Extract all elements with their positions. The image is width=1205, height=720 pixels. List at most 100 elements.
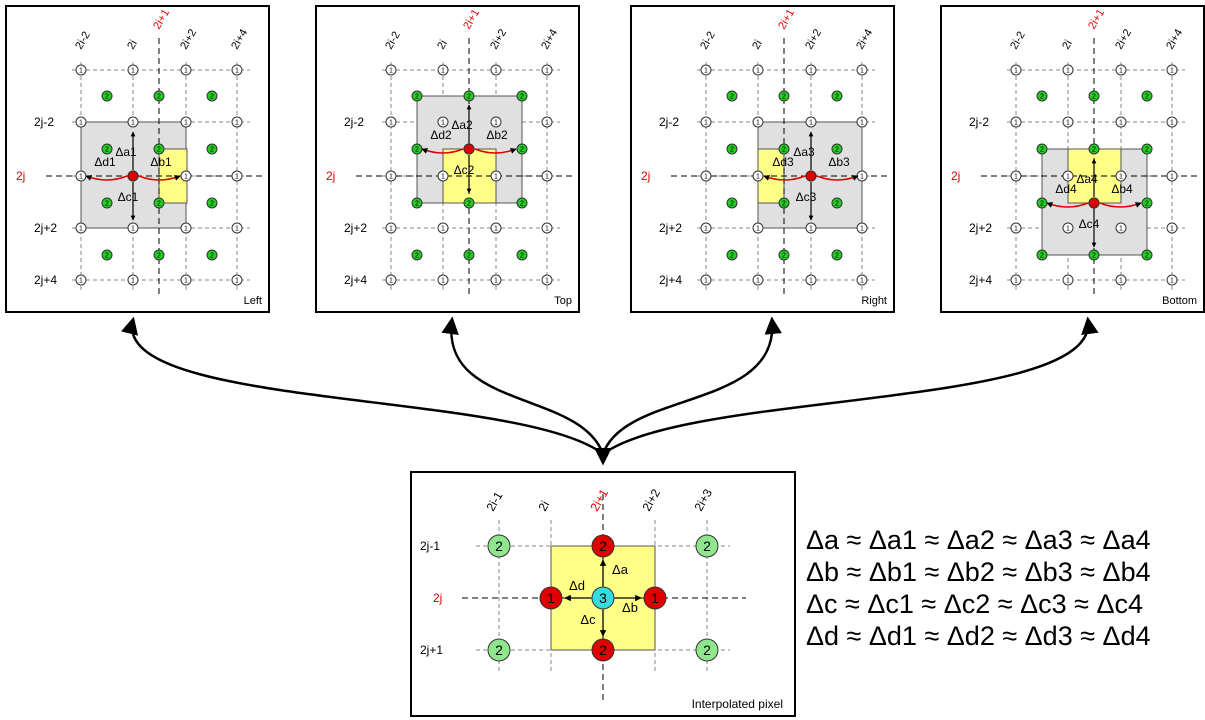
- arrow-left: [85, 175, 128, 181]
- pixel-1-label: 1: [184, 68, 188, 75]
- pixel-2-label: 2: [105, 253, 109, 260]
- pixel-1-label: 1: [545, 68, 549, 75]
- pixel-1: [180, 222, 192, 234]
- pixel-1: [752, 222, 764, 234]
- pixel-1-label: 1: [131, 68, 135, 75]
- pixel-1-label: 1: [184, 174, 188, 181]
- pixel-2: [695, 534, 719, 558]
- pixel-2: [726, 90, 738, 102]
- pixel-1-label: 1: [184, 278, 188, 285]
- row-label: 2j-1: [420, 539, 440, 553]
- pixel-1: [1115, 116, 1127, 128]
- pixel-1: [541, 170, 553, 182]
- pixel-2-label: 2: [1040, 253, 1044, 260]
- pixel-1: [856, 64, 868, 76]
- pixel-2-label: 2: [1145, 201, 1149, 208]
- pixel-1-label: 1: [545, 226, 549, 233]
- pixel-2-label: 2: [1092, 253, 1096, 260]
- pixel-1: [1115, 64, 1127, 76]
- arrow-left: [763, 175, 806, 181]
- pixel-2: [831, 249, 843, 261]
- pixel-1: [437, 116, 449, 128]
- pixel-1: [385, 116, 397, 128]
- pixel-1-label: 1: [704, 68, 708, 75]
- pixel-1: [1062, 222, 1074, 234]
- pixel-2: [726, 197, 738, 209]
- pixel-1: [437, 274, 449, 286]
- connector-arrow: [441, 316, 605, 455]
- pixel-2-label: 2: [467, 201, 471, 208]
- pixel-3-label: 3: [599, 590, 607, 606]
- pixel-1-label: 1: [809, 120, 813, 127]
- pixel-1: [805, 64, 817, 76]
- row-label: 2j-2: [969, 115, 989, 129]
- pixel-1: [541, 274, 553, 286]
- row-label: 2j-2: [34, 115, 54, 129]
- pixel-1: [180, 170, 192, 182]
- pixel-2-label: 2: [730, 201, 734, 208]
- connector-arrow: [601, 316, 782, 455]
- pixel-2-label: 2: [157, 147, 161, 154]
- pixel-1: [385, 222, 397, 234]
- pixel-1-label: 1: [441, 278, 445, 285]
- delta-c: Δc2: [454, 163, 475, 177]
- pixel-2: [831, 90, 843, 102]
- pixel-1-label: 1: [860, 226, 864, 233]
- pixel-1: [1010, 222, 1022, 234]
- pixel-1-label: 1: [545, 278, 549, 285]
- pixel-2-red: [591, 534, 615, 558]
- pixel-1: [127, 274, 139, 286]
- pixel-2-label: 2: [1145, 147, 1149, 154]
- pixel-2-label: 2: [105, 147, 109, 154]
- target-pixel: [127, 170, 139, 182]
- pixel-2-label: 2: [210, 201, 214, 208]
- pixel-1-label: 1: [1066, 68, 1070, 75]
- row-label: 2j+4: [34, 273, 57, 287]
- pixel-2: [1036, 90, 1048, 102]
- pixel-2: [153, 143, 165, 155]
- pixel-1: [75, 64, 87, 76]
- pixel-2-label: 2: [1092, 147, 1096, 154]
- delta-c: Δc: [580, 612, 596, 627]
- pixel-1: [1166, 274, 1178, 286]
- pixel-1: [437, 64, 449, 76]
- pixel-1-label: 1: [1119, 278, 1123, 285]
- pixel-1-label: 1: [79, 68, 83, 75]
- pixel-1-label: 1: [704, 226, 708, 233]
- pixel-2: [778, 197, 790, 209]
- equation-b: Δb ≈ Δb1 ≈ Δb2 ≈ Δb3 ≈ Δb4: [806, 557, 1151, 587]
- panel-caption: Right: [861, 295, 887, 307]
- pixel-1: [752, 170, 764, 182]
- pixel-2-label: 2: [415, 94, 419, 101]
- pixel-2-label: 2: [1040, 94, 1044, 101]
- equation-d: Δd ≈ Δd1 ≈ Δd2 ≈ Δd3 ≈ Δd4: [806, 621, 1151, 651]
- pixel-2-label: 2: [1092, 94, 1096, 101]
- delta-b: Δb4: [1111, 182, 1133, 196]
- pixel-1: [1010, 274, 1022, 286]
- pixel-2: [153, 249, 165, 261]
- delta-c: Δc4: [1079, 217, 1100, 231]
- pixel-1-label: 1: [79, 174, 83, 181]
- pixel-1: [805, 116, 817, 128]
- pixel-1-label: 1: [389, 174, 393, 181]
- arrow-right: [138, 175, 181, 181]
- panel-caption: Interpolated pixel: [692, 697, 783, 711]
- pixel-2-label: 2: [835, 147, 839, 154]
- pixel-1-label: 1: [860, 278, 864, 285]
- pixel-2-label: 2: [157, 94, 161, 101]
- pixel-2: [1141, 143, 1153, 155]
- pixel-1: [1062, 170, 1074, 182]
- pixel-1-label: 1: [389, 68, 393, 75]
- pixel-2: [1088, 143, 1100, 155]
- pixel-2: [101, 143, 113, 155]
- pixel-1-label: 1: [704, 278, 708, 285]
- pixel-2-label: 2: [782, 253, 786, 260]
- pixel-1: [1115, 170, 1127, 182]
- pixel-1-label: 1: [184, 120, 188, 127]
- pixel-1-label: 1: [494, 278, 498, 285]
- pixel-1-label: 1: [441, 120, 445, 127]
- row-label: 2j+1: [420, 643, 443, 657]
- pixel-2-label: 2: [157, 201, 161, 208]
- pixel-1-label: 1: [1014, 278, 1018, 285]
